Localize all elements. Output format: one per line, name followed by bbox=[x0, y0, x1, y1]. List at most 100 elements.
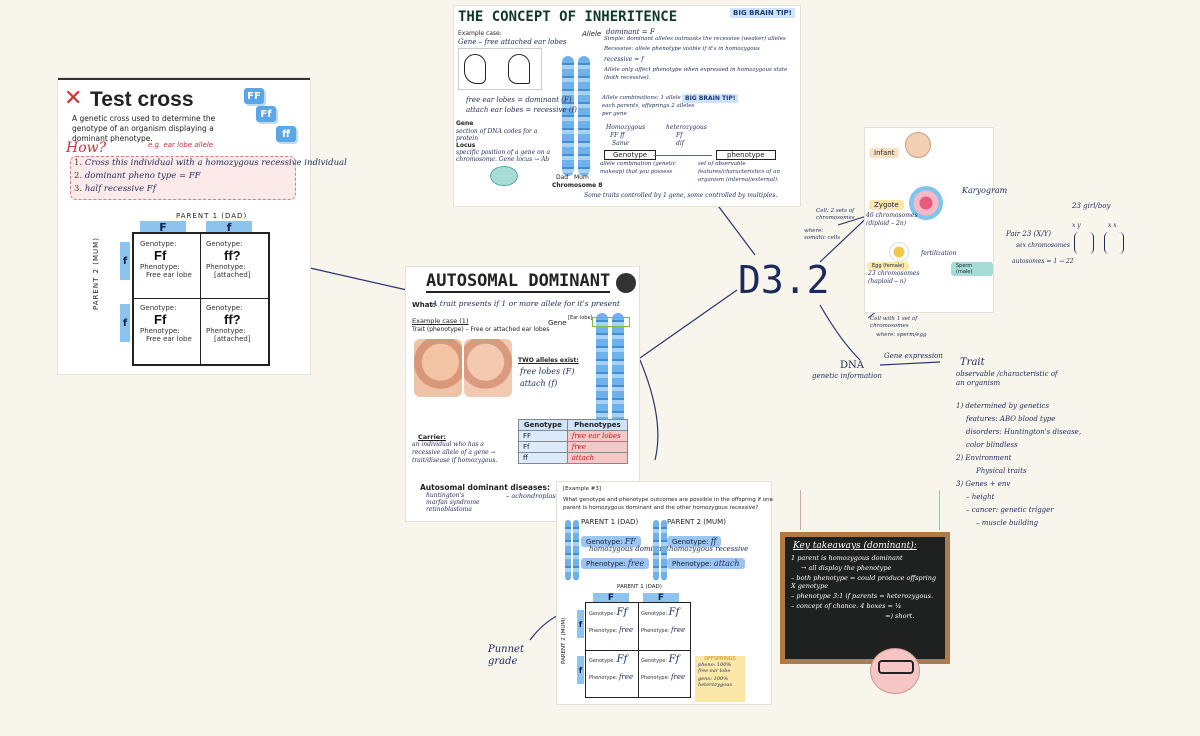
step-text: Cross this individual with a homozygous … bbox=[84, 158, 347, 168]
recessive-text: recessive = f bbox=[604, 56, 644, 63]
genotype-box: Genotype bbox=[604, 150, 657, 160]
ear-photo-attached bbox=[464, 339, 512, 397]
gene-highlight-box bbox=[592, 317, 630, 327]
trait-point: – height bbox=[966, 493, 995, 501]
carrier-label: Carrier: bbox=[418, 433, 447, 441]
chromosome-p2b bbox=[661, 520, 667, 580]
punnett-cell: Genotype:ff?Phenotype:[attached] bbox=[206, 240, 251, 279]
p2-phenotype-pill: Phenotype: attach bbox=[667, 558, 745, 569]
heterozygous-label: heterozygous bbox=[666, 124, 707, 131]
side-allele: f bbox=[577, 656, 584, 684]
two-alleles-label: TWO alleles exist: bbox=[518, 357, 579, 364]
chrom-label-dad: Dad bbox=[556, 174, 569, 181]
offspring-sticky-note: offsprings pheno: 100% free ear lobe gen… bbox=[695, 656, 745, 702]
trait-line: Trait (phenotype) – Free or attached ear… bbox=[412, 326, 550, 333]
infant-label: Infant bbox=[869, 148, 900, 158]
autosomes-note: autosomes = 1 → 22 bbox=[1012, 258, 1074, 265]
chromosome-8-label: Chromosome 8 bbox=[552, 182, 603, 189]
disease-item: retinoblastoma bbox=[426, 506, 472, 513]
heterozygous-note: dif bbox=[676, 140, 684, 147]
allele-only-text: Allele only affect phenotype when expres… bbox=[604, 67, 788, 81]
cell-illustration bbox=[490, 166, 518, 186]
example3-card: [Example #3] What genotype and phenotype… bbox=[557, 482, 773, 704]
grid-parent2-label: Parent 2 (mum) bbox=[561, 617, 567, 664]
punnett-cell: Genotype:ff?Phenotype:[attached] bbox=[206, 304, 251, 343]
center-topic-label: D3.2 bbox=[738, 258, 830, 302]
zygote-desc: 46 chromosomes (diploid – 2n) bbox=[866, 212, 918, 227]
step-text: half recessive Ff bbox=[84, 184, 156, 194]
example-case: Example case (1) bbox=[412, 317, 469, 325]
disease-item: marfan syndrome bbox=[426, 499, 480, 506]
takeaway-line: – concept of chance. 4 boxes = ¼ bbox=[791, 602, 902, 610]
homozygous-note: Same bbox=[612, 140, 629, 147]
gene-def: section of DNA codes for a protein bbox=[456, 128, 538, 142]
punnet-grade-note: Punnet grade bbox=[488, 644, 524, 667]
big-brain-tip-badge: BIG BRAIN TIP! bbox=[730, 8, 795, 18]
step-text: dominant pheno type = FF bbox=[84, 171, 201, 181]
trait-point: – muscle building bbox=[976, 519, 1039, 527]
autosomal-dominant-card: AUTOSOMAL DOMINANT What: A trait present… bbox=[406, 267, 639, 521]
inheritance-card: THE CONCEPT OF INHERITENCE BIG BRAIN TIP… bbox=[454, 6, 800, 206]
trait-point: 3) Genes + env bbox=[956, 480, 1011, 488]
chromosome-left bbox=[596, 313, 608, 453]
phenotype-box: phenotype bbox=[716, 150, 776, 160]
ff-tile: ff bbox=[276, 126, 296, 142]
combos-text: Allele combinations: 1 allele from each … bbox=[602, 95, 696, 117]
recessive-desc: Recessive: allele phenotype visible if i… bbox=[604, 46, 760, 52]
zygote-illustration bbox=[909, 186, 943, 220]
ear-photo-free bbox=[414, 339, 462, 397]
inheritance-title: THE CONCEPT OF INHERITENCE bbox=[458, 9, 678, 25]
genotype-phenotype-arrow bbox=[654, 155, 712, 156]
trait-point: 2) Environment bbox=[956, 454, 1012, 462]
brain-glasses bbox=[878, 660, 914, 674]
inheritance-footer: Some traits controlled by 1 gene, some c… bbox=[584, 192, 778, 199]
alleles-free: free lobes (F) bbox=[520, 367, 575, 376]
gene-tag: [Ear lobe] bbox=[568, 315, 593, 321]
disease-item: huntington's bbox=[426, 492, 465, 499]
dominant-desc: Simple: dominant alleles outmasks the re… bbox=[604, 36, 786, 42]
test-cross-description: A genetic cross used to determine the ge… bbox=[72, 114, 216, 143]
where-gamete-note: where: sperm/egg bbox=[876, 332, 927, 338]
trait-label: Trait bbox=[960, 357, 985, 368]
chromosome-dad bbox=[562, 56, 574, 176]
p1-desc: homozygous dominant bbox=[589, 545, 669, 553]
takeaway-line: – both phenotype = could produce offspri… bbox=[791, 574, 937, 590]
disease-extra: – achondroplasia bbox=[506, 492, 562, 500]
xx-chromosome-sketch bbox=[1104, 232, 1124, 254]
ear-free-sketch bbox=[464, 54, 486, 84]
top-allele: F bbox=[593, 593, 629, 603]
big-brain-tip-badge-2: BIG BRAIN TIP! bbox=[682, 94, 739, 103]
takeaway-line: – phenotype 3:1 if parents = heterozygou… bbox=[791, 592, 934, 600]
side-allele: f bbox=[120, 242, 130, 280]
egg-desc: 23 chromosomes (haploid – n) bbox=[868, 270, 920, 285]
takeaways-title: Key takeaways (dominant): bbox=[793, 541, 917, 551]
fertilization-label: fertilization bbox=[921, 250, 957, 257]
where-somatic-note: where: somatic cells bbox=[804, 228, 841, 241]
parent2-label: Parent 2 (mum) bbox=[92, 237, 100, 310]
test-cross-x-mark: ✕ bbox=[64, 86, 83, 111]
gene-line: Gene – free attached ear lobes bbox=[458, 38, 567, 46]
two-sets-note: Cell: 2 sets of chromosomes bbox=[816, 208, 855, 221]
carrier-text: an individual who has a recessive allele… bbox=[412, 441, 498, 464]
parent1-label: Parent 1 (dad) bbox=[176, 212, 248, 220]
zygote-label: Zygote bbox=[869, 200, 904, 210]
one-set-note: Cell with 1 set of chromosomes bbox=[870, 316, 918, 329]
test-cross-step: 1. Cross this individual with a homozygo… bbox=[74, 158, 347, 194]
locus-def: specific position of a gene on a chromos… bbox=[456, 149, 551, 163]
allele-label: Allele bbox=[582, 30, 602, 38]
table-header: Phenotypes bbox=[566, 419, 629, 431]
takeaway-line: → all display the phenotype bbox=[801, 564, 892, 572]
parent1-header: Parent 1 (dad) bbox=[581, 518, 639, 526]
ear-drawing-box bbox=[458, 48, 542, 90]
sperm-label: Sperm (male) bbox=[951, 262, 993, 276]
attach-lobes-text: attach ear lobes = recessive (f) bbox=[466, 106, 577, 114]
top-allele: F bbox=[140, 221, 186, 234]
test-cross-steps-box bbox=[70, 156, 296, 200]
